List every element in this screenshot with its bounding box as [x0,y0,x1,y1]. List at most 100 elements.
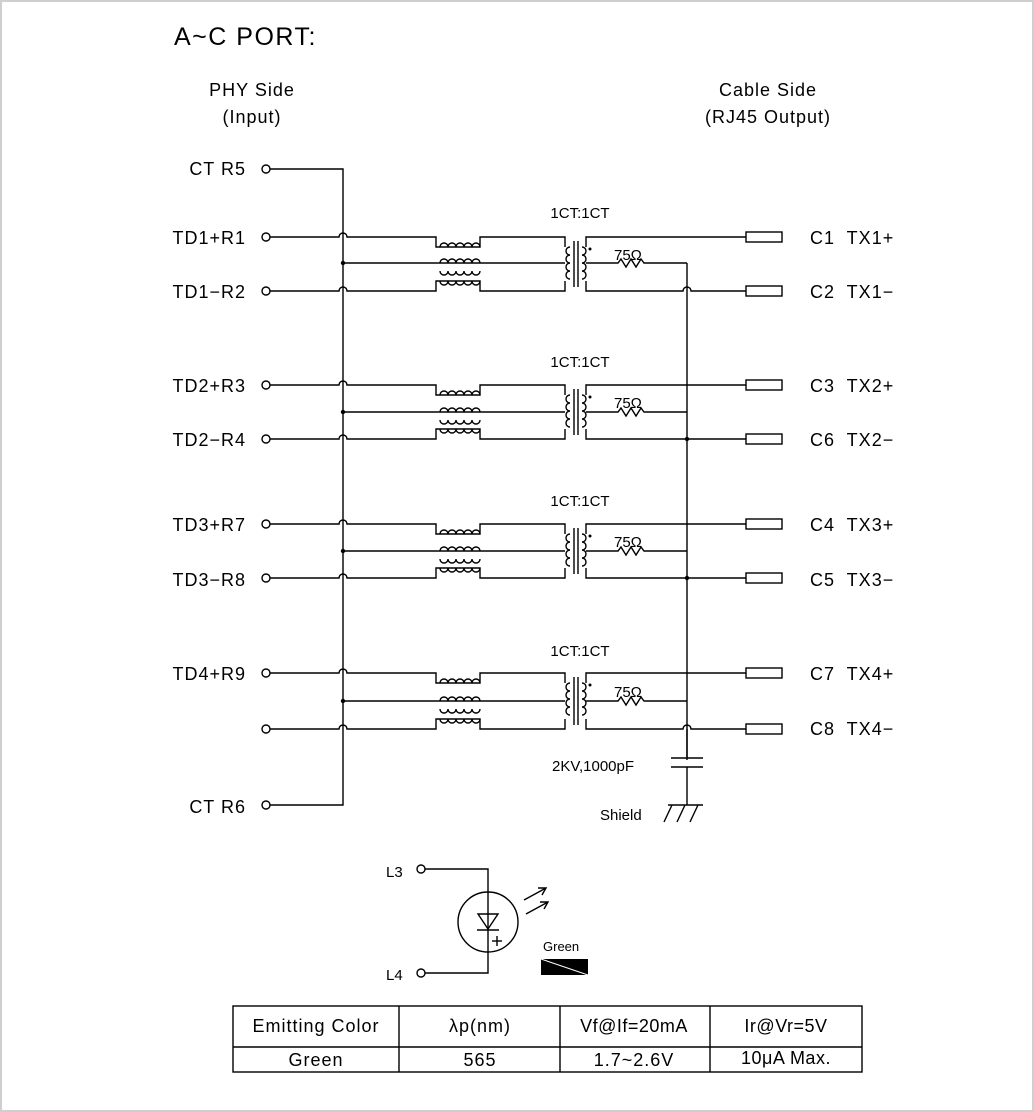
resistor-label: 75Ω [614,395,642,412]
junction-dot [684,436,690,442]
table-header-cell: Ir@Vr=5V [744,1016,827,1036]
pin-terminal [261,573,271,583]
input-wire [270,519,566,535]
transformer-winding [565,246,571,280]
right-pin-label: C4 TX3+ [810,515,894,535]
rj45-contact [745,231,783,243]
choke-coil [439,280,481,286]
choke-coil [439,708,481,714]
cable-side-label: Cable Side [719,80,817,100]
input-wire [270,718,566,730]
led-symbol [416,864,550,978]
output-wire [585,429,746,440]
left-pin-label: TD3−R8 [172,570,246,590]
rj45-contact [745,518,783,530]
right-pin-label: C3 TX2+ [810,376,894,396]
pin-terminal [261,668,271,678]
capacitor-label: 2KV,1000pF [552,758,634,775]
left-pin-label: TD1+R1 [172,228,246,248]
choke-coil [439,407,481,413]
green-swatch [540,958,589,976]
transformer-core [573,677,579,725]
transformer-winding [581,533,587,567]
pin-terminal [261,232,271,242]
ratio-label: 1CT:1CT [550,205,609,222]
shield-ground-icon [663,804,703,823]
pin-terminal [261,519,271,529]
led-color-label: Green [543,939,579,954]
choke-coil [439,558,481,564]
transformer-winding [581,394,587,428]
resistor-label: 75Ω [614,534,642,551]
junction-dot [340,409,346,415]
left-pin-label: CT R6 [189,797,246,817]
pin-terminal [261,164,271,174]
transformer-winding [581,246,587,280]
transformer-core [573,241,579,287]
phy-side-label: PHY Side [209,80,295,100]
cable-side-sublabel: (RJ45 Output) [705,107,831,127]
output-wire [585,672,746,683]
spec-table [232,1005,863,1073]
shield-label: Shield [600,807,642,824]
input-wire [270,280,566,292]
output-wire [585,384,746,395]
input-wire [270,428,566,440]
resistor-label: 75Ω [614,684,642,701]
right-pin-label: C2 TX1− [810,282,894,302]
choke-coil [439,242,481,248]
input-wire [270,380,566,396]
right-pin-label: C6 TX2− [810,430,894,450]
rj45-contact [745,379,783,391]
choke-coil [439,390,481,396]
polarity-dot [588,395,592,399]
junction-dot [340,260,346,266]
left-pin-label: TD3+R7 [172,515,246,535]
resistor-75-ohm [586,695,687,707]
pin-terminal [261,800,271,810]
ratio-label: 1CT:1CT [550,493,609,510]
pin-terminal [261,724,271,734]
pin-terminal [261,434,271,444]
junction-dot [684,575,690,581]
junction-dot [340,698,346,704]
table-cell: Green [288,1050,343,1070]
choke-coil [439,258,481,264]
ratio-label: 1CT:1CT [550,643,609,660]
right-pin-label: C1 TX1+ [810,228,894,248]
rj45-contact [745,433,783,445]
output-wire [585,281,746,292]
phy-side-sublabel: (Input) [222,107,281,127]
polarity-dot [588,247,592,251]
ratio-label: 1CT:1CT [550,354,609,371]
table-cell: 10μA Max. [741,1048,831,1068]
resistor-75-ohm [586,545,687,557]
right-pin-label: C5 TX3− [810,570,894,590]
resistor-75-ohm [586,257,687,269]
choke-coil [439,696,481,702]
table-header-cell: Emitting Color [252,1016,379,1036]
input-wire [270,668,566,684]
left-pin-label: TD4+R9 [172,664,246,684]
choke-coil [439,567,481,573]
transformer-winding [565,682,571,716]
transformer-core [573,389,579,435]
output-wire [585,523,746,534]
junction-dot [340,548,346,554]
output-wire [585,236,746,247]
left-pin-label: TD1−R2 [172,282,246,302]
choke-coil [439,270,481,276]
right-pin-label: C8 TX4− [810,719,894,739]
input-wire [270,232,566,248]
pin-terminal [261,286,271,296]
rj45-contact [745,285,783,297]
table-cell: 565 [463,1050,496,1070]
pin-terminal [261,380,271,390]
table-cell: 1.7~2.6V [594,1050,675,1070]
page-title: A~C PORT: [174,23,317,51]
transformer-winding [565,533,571,567]
left-pin-label: TD2−R4 [172,430,246,450]
center-tap-bus [270,168,344,806]
choke-coil [439,419,481,425]
